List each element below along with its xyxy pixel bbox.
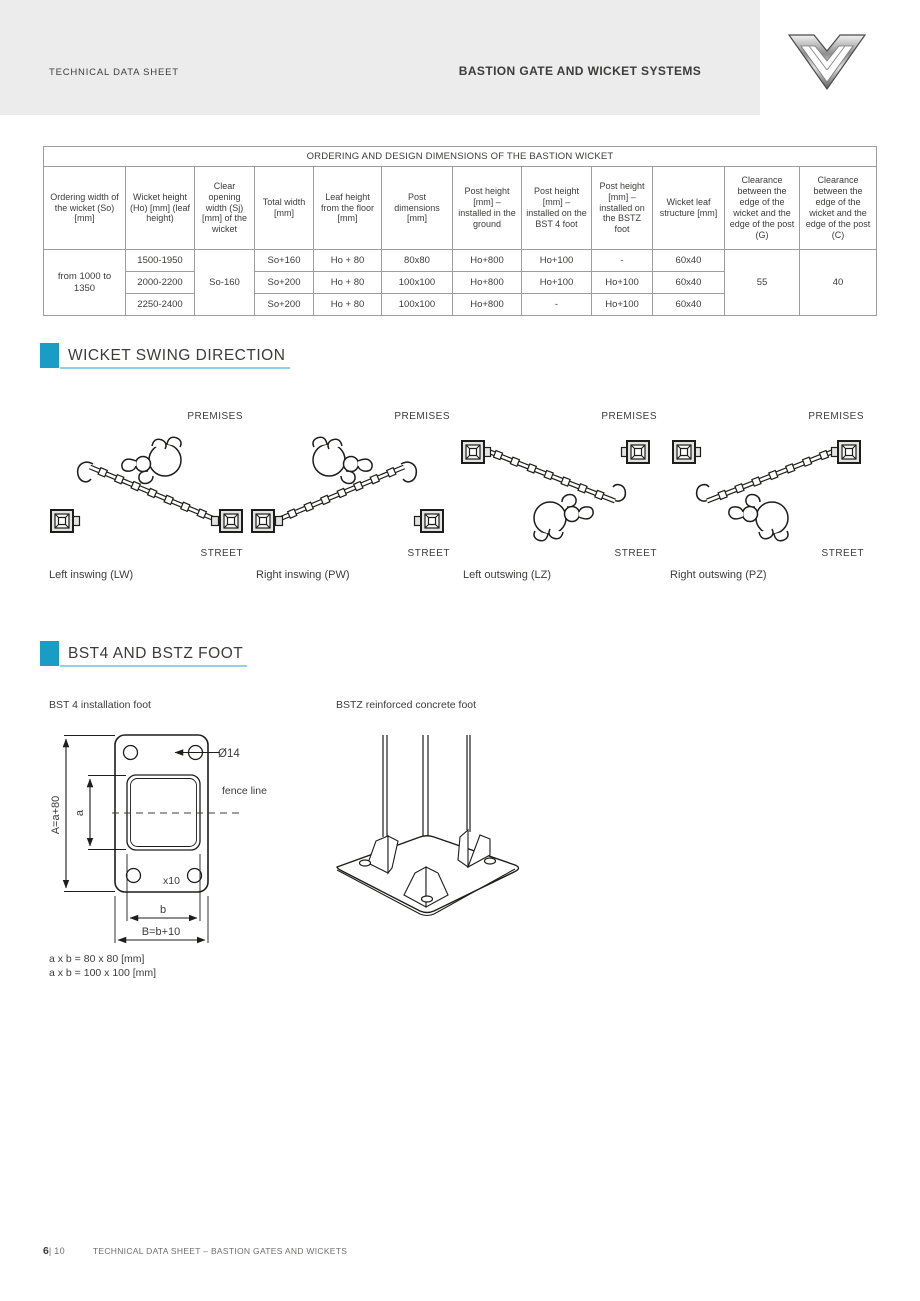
diagram-right-inswing: PREMISES STREET Right inswing (PW): [247, 400, 454, 592]
cell-clearance-g: 55: [724, 249, 800, 316]
gate-drawing-left-inswing: [40, 400, 247, 565]
dim-label-diameter: Ø14: [218, 748, 240, 760]
gate-drawing-right-outswing: [661, 400, 868, 565]
bstz-foot-drawing: [336, 735, 520, 917]
col-header-clearance-g: Clearance between the edge of the wicket…: [724, 166, 800, 250]
dimension-notes: a x b = 80 x 80 [mm] a x b = 100 x 100 […: [49, 952, 156, 980]
col-header-post-height-bstz: Post height [mm] – installed on the BSTZ…: [591, 166, 653, 250]
cell-structure: 60x40: [652, 293, 725, 316]
cell-total: So+200: [254, 293, 314, 316]
page-header-band: [0, 0, 760, 115]
bst4-foot-drawing: Ø14 fence line A=a+80 a b B=b+10 x10: [50, 734, 267, 944]
cell-bst4: Ho+100: [521, 249, 592, 272]
fence-line-label: fence line: [222, 785, 267, 797]
dim-label-b: b: [160, 904, 166, 916]
doc-type-label: TECHNICAL DATA SHEET: [49, 67, 179, 78]
cell-bstz: Ho+100: [591, 293, 653, 316]
cell-clear-opening: So-160: [194, 249, 255, 316]
page-total: | 10: [48, 1246, 65, 1256]
col-header-post-dimensions: Post dimensions [mm]: [381, 166, 453, 250]
cell-bst4: Ho+100: [521, 271, 592, 294]
section-underline: [60, 367, 290, 369]
section-title-swing: WICKET SWING DIRECTION: [68, 347, 286, 364]
street-label: STREET: [407, 548, 450, 559]
col-header-leaf-structure: Wicket leaf structure [mm]: [652, 166, 725, 250]
page-number: 6: [43, 1245, 49, 1257]
street-label: STREET: [614, 548, 657, 559]
premises-label: PREMISES: [187, 411, 243, 422]
diagram-caption: Left outswing (LZ): [463, 569, 552, 581]
col-header-ordering-width: Ordering width of the wicket (So) [mm]: [43, 166, 126, 250]
cell-bstz: Ho+100: [591, 271, 653, 294]
diagram-left-inswing: PREMISES STREET Left inswing (LW): [40, 400, 247, 592]
cell-ground: Ho+800: [452, 249, 522, 272]
cell-bst4: -: [521, 293, 592, 316]
premises-label: PREMISES: [808, 411, 864, 422]
section-swing-direction: WICKET SWING DIRECTION: [0, 343, 920, 373]
cell-total: So+160: [254, 249, 314, 272]
col-header-clearance-c: Clearance between the edge of the wicket…: [799, 166, 877, 250]
cell-bstz: -: [591, 249, 653, 272]
section-bst-foot: BST4 AND BSTZ FOOT: [0, 641, 920, 671]
diagram-caption: Right outswing (PZ): [670, 569, 767, 581]
brand-w-logo-icon: [787, 34, 867, 91]
col-header-post-height-ground: Post height [mm] – installed in the grou…: [452, 166, 522, 250]
bst4-caption: BST 4 installation foot: [49, 699, 151, 711]
table-title: ORDERING AND DESIGN DIMENSIONS OF THE BA…: [43, 146, 877, 167]
cell-total: So+200: [254, 271, 314, 294]
col-header-clear-opening: Clear opening width (Sj) [mm] of the wic…: [194, 166, 255, 250]
dim-label-A: A=a+80: [50, 796, 62, 835]
note-line: a x b = 100 x 100 [mm]: [49, 967, 157, 979]
diagram-caption: Right inswing (PW): [256, 569, 350, 581]
accent-square-icon: [40, 343, 59, 368]
cell-ordering-width: from 1000 to 1350: [43, 249, 126, 316]
bstz-caption: BSTZ reinforced concrete foot: [336, 699, 477, 711]
col-header-leaf-height: Leaf height from the floor [mm]: [313, 166, 382, 250]
col-header-total-width: Total width [mm]: [254, 166, 314, 250]
cell-post: 100x100: [381, 271, 453, 294]
cell-structure: 60x40: [652, 271, 725, 294]
cell-ground: Ho+800: [452, 271, 522, 294]
page-title: BASTION GATE AND WICKET SYSTEMS: [458, 64, 702, 78]
footer-text: TECHNICAL DATA SHEET – BASTION GATES AND…: [92, 1246, 348, 1256]
ordering-dimensions-table: ORDERING AND DESIGN DIMENSIONS OF THE BA…: [43, 146, 877, 316]
cell-height: 2000-2200: [125, 271, 195, 294]
cell-height: 2250-2400: [125, 293, 195, 316]
note-line: a x b = 80 x 80 [mm]: [49, 953, 145, 965]
diagram-right-outswing: PREMISES STREET Right outswing (PZ): [661, 400, 868, 592]
diagram-left-outswing: PREMISES STREET Left outswing (LZ): [454, 400, 661, 592]
col-header-post-height-bst4: Post height [mm] – installed on the BST …: [521, 166, 592, 250]
page-footer: 6| 10 TECHNICAL DATA SHEET – BASTION GATE…: [43, 1245, 347, 1257]
accent-square-icon: [40, 641, 59, 666]
cell-clearance-c: 40: [799, 249, 877, 316]
street-label: STREET: [200, 548, 243, 559]
col-header-wicket-height: Wicket height (Ho) [mm] (leaf height): [125, 166, 195, 250]
section-underline: [60, 665, 247, 667]
dim-label-B: B=b+10: [142, 926, 181, 938]
thickness-label: x10: [163, 875, 180, 887]
premises-label: PREMISES: [601, 411, 657, 422]
cell-height: 1500-1950: [125, 249, 195, 272]
premises-label: PREMISES: [394, 411, 450, 422]
cell-post: 100x100: [381, 293, 453, 316]
gate-drawing-left-outswing: [454, 400, 661, 565]
section-title-foot: BST4 AND BSTZ FOOT: [68, 645, 244, 662]
cell-leaf: Ho + 80: [313, 249, 382, 272]
gate-drawing-right-inswing: [247, 400, 454, 565]
cell-leaf: Ho + 80: [313, 271, 382, 294]
cell-structure: 60x40: [652, 249, 725, 272]
swing-diagrams-row: PREMISES STREET Left inswing (LW) PREMIS…: [40, 400, 868, 592]
dim-label-a: a: [74, 809, 86, 816]
cell-leaf: Ho + 80: [313, 293, 382, 316]
diagram-caption: Left inswing (LW): [49, 569, 134, 581]
cell-post: 80x80: [381, 249, 453, 272]
cell-ground: Ho+800: [452, 293, 522, 316]
street-label: STREET: [821, 548, 864, 559]
